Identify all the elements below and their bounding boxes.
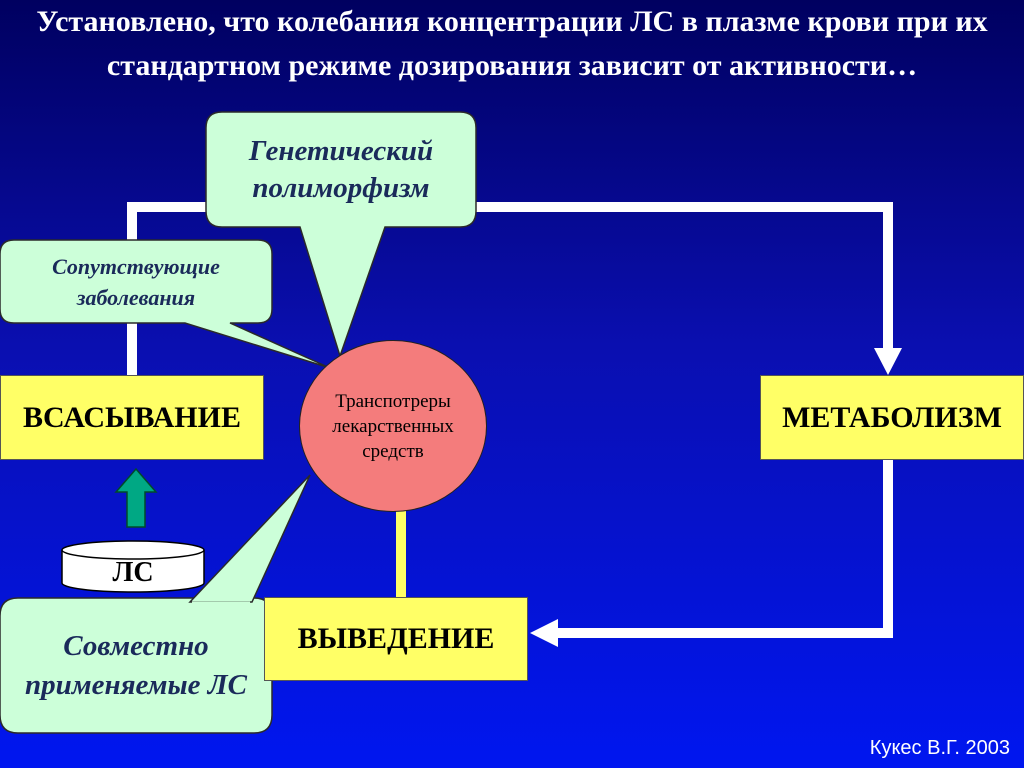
transporters-circle: Транспотреры лекарственных средств: [299, 340, 487, 512]
excretion-label: ВЫВЕДЕНИЕ: [297, 622, 495, 655]
concomitant-drugs-text: Совместно применяемые ЛС: [24, 630, 248, 701]
callout-genetic-polymorphism: [205, 111, 477, 359]
genetic-polymorphism-text: Генетический полиморфизм: [248, 135, 434, 204]
excretion-box: ВЫВЕДЕНИЕ: [264, 597, 528, 681]
slide-title: Установлено, что колебания концентрации …: [36, 5, 988, 82]
arrow-up-icon: [114, 467, 158, 528]
drug-cylinder: [61, 540, 205, 593]
callout-comorbidities: [0, 239, 331, 369]
transporters-label: Транспотреры лекарственных средств: [332, 390, 454, 462]
metabolism-box: МЕТАБОЛИЗМ: [760, 375, 1024, 460]
absorption-label: ВСАСЫВАНИЕ: [23, 400, 241, 434]
arrow-left-to-excretion: [530, 619, 558, 647]
author-credit: Кукес В.Г. 2003: [869, 737, 1010, 759]
comorbidities-text: Сопутствующие заболевания: [52, 254, 220, 310]
metabolism-label: МЕТАБОЛИЗМ: [782, 400, 1002, 434]
arrow-down-to-metabolism: [874, 348, 902, 375]
loop-line-right: [555, 460, 893, 638]
absorption-box: ВСАСЫВАНИЕ: [0, 375, 264, 460]
drug-cylinder-label: ЛС: [112, 557, 154, 588]
